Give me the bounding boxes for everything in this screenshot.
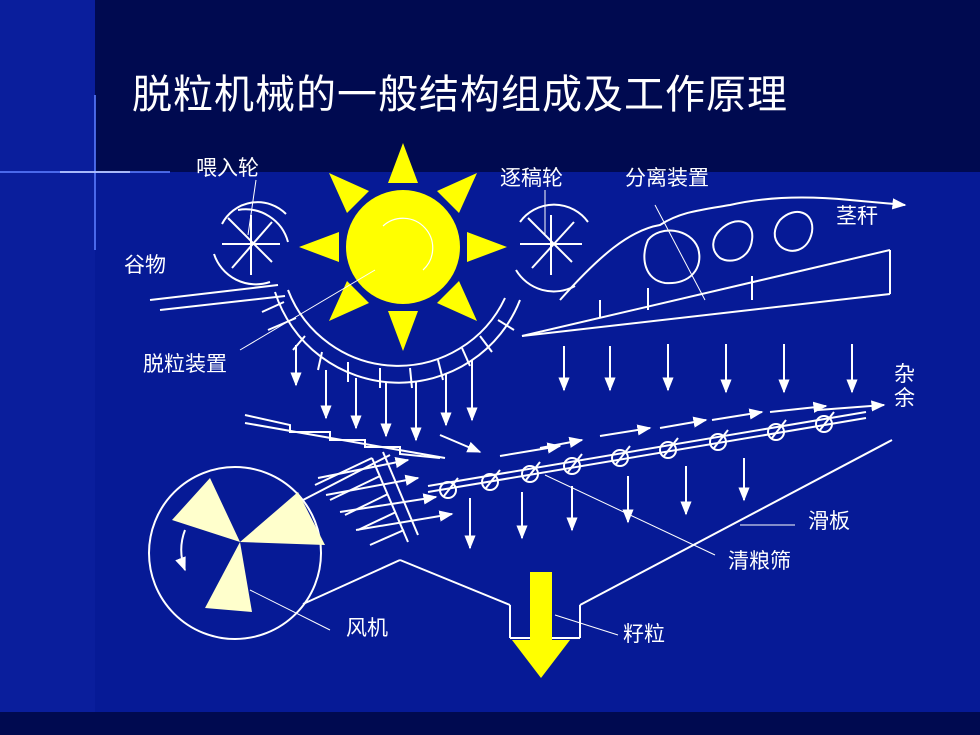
background-panel-bottom [0, 712, 980, 735]
sun-icon [299, 143, 507, 351]
label-cleaning-sieve: 清粮筛 [728, 549, 791, 573]
label-seed: 籽粒 [623, 622, 665, 646]
background-panel-left [0, 0, 95, 735]
label-straw: 茎秆 [836, 204, 878, 228]
falling-grain-arrows [290, 344, 858, 550]
label-straw-wheel: 逐稿轮 [500, 166, 563, 190]
label-grain-input: 谷物 [124, 253, 166, 277]
air-flow-arrows [317, 400, 886, 531]
decorative-crosshair [0, 95, 170, 250]
label-feed-wheel: 喂入轮 [196, 156, 259, 180]
label-threshing-device: 脱粒装置 [143, 352, 227, 376]
grain-output-arrow-icon [512, 572, 570, 678]
machine-lines [148, 179, 907, 640]
label-fan: 风机 [346, 616, 388, 640]
fan-blades [172, 478, 325, 612]
label-slide-plate: 滑板 [808, 509, 850, 533]
label-chaff: 杂余 [894, 362, 915, 411]
page-title: 脱粒机械的一般结构组成及工作原理 [132, 72, 788, 118]
sieve-holes [439, 411, 835, 499]
label-separator: 分离装置 [625, 166, 709, 190]
